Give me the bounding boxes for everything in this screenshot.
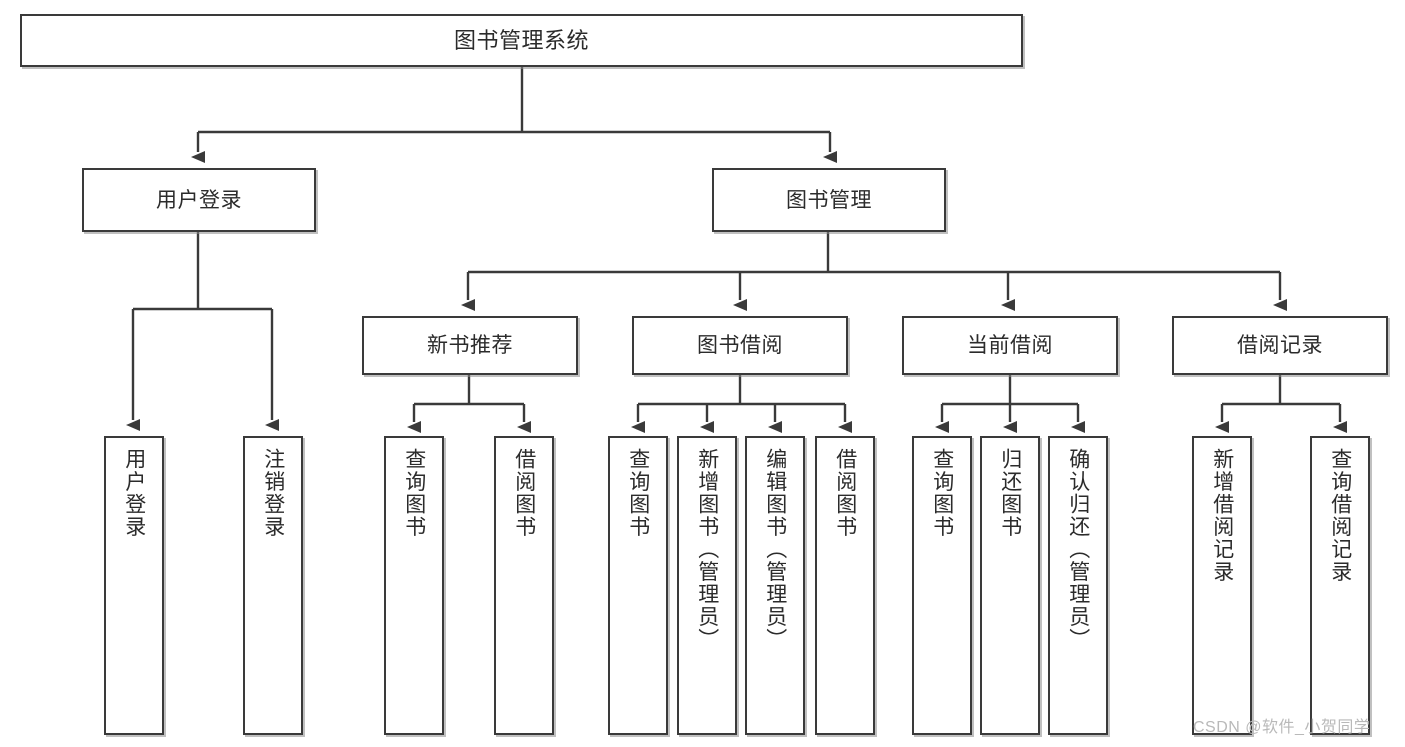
node-borrow-record[interactable]: 借阅记录 [1172,316,1388,375]
node-leaf-borrow-book-1[interactable]: 借阅图书 [494,436,554,735]
node-leaf-add-record[interactable]: 新增借阅记录 [1192,436,1252,735]
node-leaf-borrow-book-2-label: 借阅图书 [833,448,857,538]
node-leaf-return-book-label: 归还图书 [998,448,1022,538]
node-user-login-label: 用户登录 [156,188,242,212]
node-leaf-confirm-return[interactable]: 确认归还（管理员） [1048,436,1108,735]
node-leaf-borrow-book-1-label: 借阅图书 [512,448,536,538]
node-current-borrow-label: 当前借阅 [967,334,1053,357]
node-leaf-query-book-1[interactable]: 查询图书 [384,436,444,735]
node-root-label: 图书管理系统 [453,27,589,53]
node-leaf-query-book-3[interactable]: 查询图书 [912,436,972,735]
node-leaf-query-book-3-label: 查询图书 [930,448,954,538]
node-book-borrow[interactable]: 图书借阅 [632,316,848,375]
node-leaf-logout[interactable]: 注销登录 [243,436,303,735]
node-leaf-add-book[interactable]: 新增图书（管理员） [677,436,737,735]
node-root[interactable]: 图书管理系统 [20,14,1023,67]
node-borrow-record-label: 借阅记录 [1237,334,1323,357]
node-book-manage-label: 图书管理 [786,188,872,212]
node-leaf-user-login-label: 用户登录 [122,448,146,538]
node-leaf-return-book[interactable]: 归还图书 [980,436,1040,735]
node-leaf-query-record[interactable]: 查询借阅记录 [1310,436,1370,735]
node-leaf-query-book-1-label: 查询图书 [402,448,426,538]
node-leaf-query-book-2[interactable]: 查询图书 [608,436,668,735]
node-leaf-edit-book-label: 编辑图书（管理员） [763,448,787,651]
node-leaf-add-book-label: 新增图书（管理员） [695,448,719,651]
node-leaf-edit-book[interactable]: 编辑图书（管理员） [745,436,805,735]
node-book-manage[interactable]: 图书管理 [712,168,946,232]
node-leaf-borrow-book-2[interactable]: 借阅图书 [815,436,875,735]
node-user-login[interactable]: 用户登录 [82,168,316,232]
node-leaf-query-book-2-label: 查询图书 [626,448,650,538]
node-leaf-logout-label: 注销登录 [261,448,285,538]
node-leaf-query-record-label: 查询借阅记录 [1328,448,1352,583]
node-leaf-confirm-return-label: 确认归还（管理员） [1066,448,1090,651]
node-new-book-recommend[interactable]: 新书推荐 [362,316,578,375]
node-leaf-add-record-label: 新增借阅记录 [1210,448,1234,583]
node-leaf-user-login[interactable]: 用户登录 [104,436,164,735]
node-current-borrow[interactable]: 当前借阅 [902,316,1118,375]
node-book-borrow-label: 图书借阅 [697,334,783,357]
node-new-book-recommend-label: 新书推荐 [427,334,513,357]
